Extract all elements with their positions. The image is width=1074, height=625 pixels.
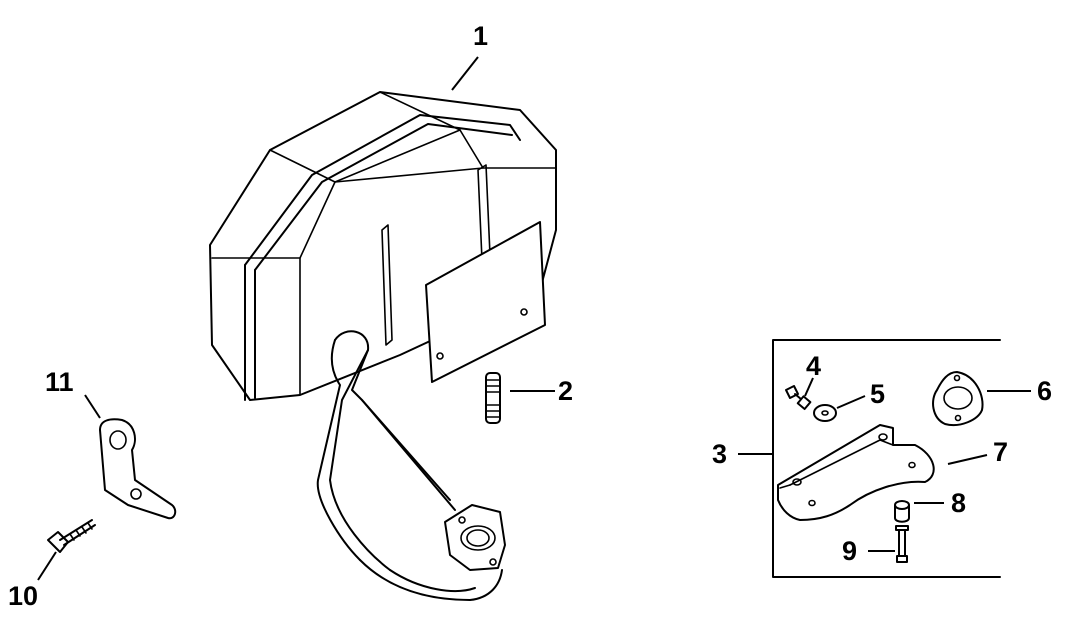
callout-4: 4 xyxy=(806,351,821,381)
mounting-bracket xyxy=(777,424,935,521)
capscrew xyxy=(47,519,96,553)
bracket xyxy=(99,418,177,520)
callout-5: 5 xyxy=(870,379,885,409)
callout-8: 8 xyxy=(951,488,966,518)
stud xyxy=(485,372,501,424)
callout-2: 2 xyxy=(558,376,573,406)
callout-11: 11 xyxy=(45,367,74,397)
callout-labels: 1 2 3 4 5 6 7 8 9 10 11 xyxy=(8,21,1052,611)
inset-kit xyxy=(772,339,1001,578)
leader-lines xyxy=(37,56,1031,581)
spacer xyxy=(894,500,910,523)
washer xyxy=(813,404,837,422)
callout-1: 1 xyxy=(473,21,488,51)
callout-9: 9 xyxy=(842,536,857,566)
callout-3: 3 xyxy=(712,439,727,469)
gasket xyxy=(932,371,984,426)
muffler xyxy=(209,91,557,601)
callout-6: 6 xyxy=(1037,376,1052,406)
callout-10: 10 xyxy=(8,581,38,611)
bolt xyxy=(895,525,909,563)
callout-7: 7 xyxy=(993,437,1008,467)
small-screw xyxy=(785,385,812,411)
